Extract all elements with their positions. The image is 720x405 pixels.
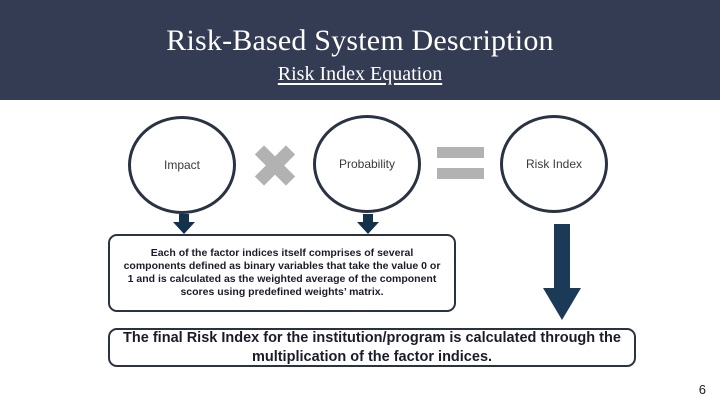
arrow-shaft <box>554 224 570 290</box>
arrow-head <box>357 222 379 234</box>
callout-factor-note: Each of the factor indices itself compri… <box>108 234 456 312</box>
node-label-probability: Probability <box>338 157 396 171</box>
arrow-shaft <box>363 214 373 223</box>
down-arrow-icon-impact <box>173 214 195 234</box>
node-circle-probability: Probability <box>313 115 421 213</box>
arrow-shaft <box>179 214 189 223</box>
equals-bar-1 <box>437 147 484 158</box>
header-band <box>0 0 720 100</box>
node-label-risk-index: Risk Index <box>525 157 583 171</box>
page-subtitle: Risk Index Equation <box>0 62 720 86</box>
equals-bar-2 <box>437 168 484 179</box>
arrow-head <box>543 288 581 320</box>
multiply-operator-icon <box>253 143 297 187</box>
down-arrow-icon-probability <box>357 214 379 234</box>
node-circle-impact: Impact <box>128 116 236 214</box>
arrow-head <box>173 222 195 234</box>
node-label-impact: Impact <box>163 158 200 172</box>
node-circle-risk-index: Risk Index <box>500 115 608 213</box>
equals-operator-icon <box>437 147 484 179</box>
page-title: Risk-Based System Description <box>166 24 554 57</box>
callout-final-note: The final Risk Index for the institution… <box>108 328 636 367</box>
down-arrow-icon-risk-index <box>543 224 581 320</box>
page-number: 6 <box>698 382 706 397</box>
page-subtitle-text: Risk Index Equation <box>277 63 443 85</box>
